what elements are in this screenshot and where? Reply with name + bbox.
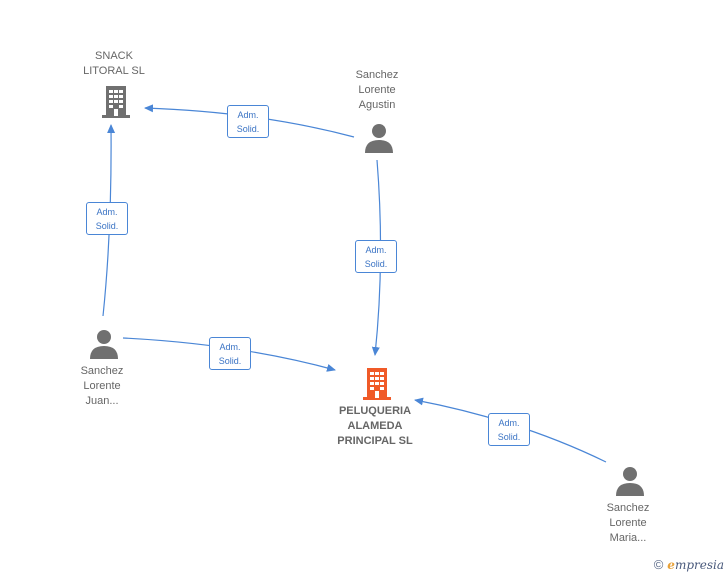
label-line: Sanchez [355,69,399,81]
person-icon[interactable] [89,328,119,360]
brand-logo: empresia [667,558,724,572]
label-line: PELUQUERIA [338,405,412,417]
badge-line: Solid. [236,124,260,134]
badge-line: Adm. [237,110,259,120]
edge-badge-juan-peluqueria[interactable]: Adm. Solid. [209,337,251,370]
label-line: Sanchez [80,365,124,377]
edge-badge-agustin-snack[interactable]: Adm. Solid. [227,105,269,138]
badge-line: Adm. [219,342,241,352]
label-line: LITORAL SL [83,65,145,77]
building-icon[interactable] [100,84,132,119]
copyright-icon: © [653,557,664,572]
building-icon[interactable] [361,366,393,401]
node-label-agustin[interactable]: Sanchez Lorente Agustin [330,68,424,113]
node-label-snack-litoral[interactable]: SNACK LITORAL SL [66,49,162,79]
label-line: PRINCIPAL SL [337,435,413,447]
label-line: ALAMEDA [347,420,403,432]
badge-line: Solid. [95,221,119,231]
edge-badge-maria-peluqueria[interactable]: Adm. Solid. [488,413,530,446]
badge-line: Adm. [498,418,520,428]
person-icon[interactable] [364,122,394,154]
label-line: Lorente [358,84,396,96]
label-line: Juan... [85,395,119,407]
badge-line: Adm. [96,207,118,217]
badge-line: Adm. [365,245,387,255]
empresia-watermark: ©empresia [654,557,724,572]
label-line: Sanchez [606,502,650,514]
person-icon[interactable] [615,465,645,497]
node-label-juan[interactable]: Sanchez Lorente Juan... [55,364,149,409]
brand-initial: e [667,558,675,572]
brand-name: mpresia [674,558,724,572]
label-line: Lorente [83,380,121,392]
label-line: Lorente [609,517,647,529]
badge-line: Solid. [364,259,388,269]
edge-badge-agustin-peluqueria[interactable]: Adm. Solid. [355,240,397,273]
badge-line: Solid. [497,432,521,442]
label-line: Maria... [609,532,647,544]
badge-line: Solid. [218,356,242,366]
label-line: SNACK [95,50,133,62]
edge-badge-juan-snack[interactable]: Adm. Solid. [86,202,128,235]
node-label-peluqueria[interactable]: PELUQUERIA ALAMEDA PRINCIPAL SL [315,404,435,449]
label-line: Agustin [358,99,396,111]
node-label-maria[interactable]: Sanchez Lorente Maria... [580,501,676,546]
